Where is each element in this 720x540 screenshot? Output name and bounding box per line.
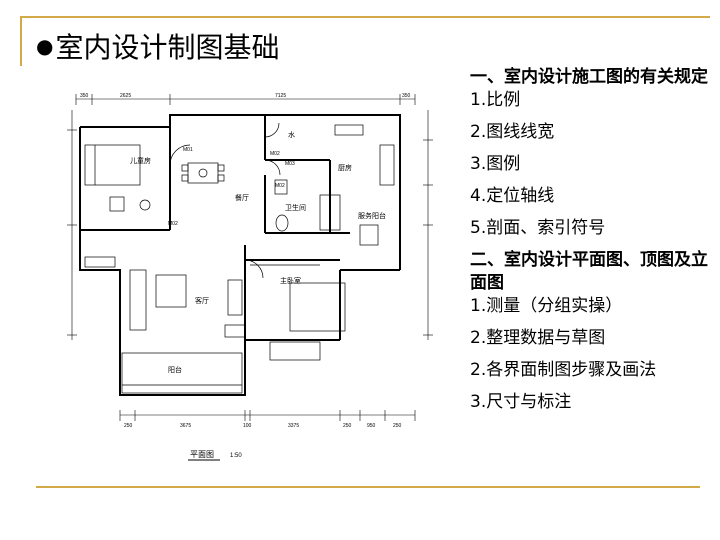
slide-title-text: 室内设计制图基础 <box>55 31 280 64</box>
door-mark-1: M01 <box>183 147 193 153</box>
room-balcony: 阳台 <box>168 365 182 374</box>
dim-bottom-1: 250 <box>124 423 133 429</box>
sidebar-notes: 一、室内设计施工图的有关规定 1.比例 2.图线线宽 3.图例 4.定位轴线 5… <box>470 66 710 423</box>
list-item: 1.比例 <box>470 90 521 110</box>
section-heading-1: 一、室内设计施工图的有关规定 <box>470 67 708 87</box>
dim-bottom-2: 3675 <box>180 423 191 429</box>
bottom-divider <box>36 486 700 488</box>
door-mark-2: M02 <box>270 151 280 157</box>
top-divider <box>20 16 710 18</box>
door-mark-3: M03 <box>285 161 295 167</box>
dim-bottom-4: 3375 <box>288 423 299 429</box>
door-mark-4: M02 <box>275 183 285 189</box>
floor-plan: 350 2625 7125 350 250 3675 100 3375 250 … <box>67 93 433 461</box>
room-kitchen: 厨房 <box>338 163 352 172</box>
list-item: 2.各界面制图步骤及画法 <box>470 360 657 380</box>
door-mark-5: M02 <box>168 221 178 227</box>
list-item: 1.测量（分组实操） <box>470 296 623 316</box>
room-living: 客厅 <box>195 296 209 305</box>
room-bath: 卫生间 <box>285 203 306 212</box>
dim-bottom-5: 250 <box>343 423 352 429</box>
list-item: 2.整理数据与草图 <box>470 328 606 348</box>
list-item: 4.定位轴线 <box>470 186 555 206</box>
room-service-balcony: 服务阳台 <box>358 211 386 220</box>
dim-top-4: 350 <box>402 93 411 99</box>
dim-top-2: 2625 <box>120 93 131 99</box>
room-master: 主卧室 <box>280 276 301 285</box>
dim-bottom-6: 950 <box>367 423 376 429</box>
dim-top-3: 7125 <box>275 93 286 99</box>
room-children: 儿童房 <box>130 156 151 165</box>
list-item: 3.图例 <box>470 154 521 174</box>
section-heading-2: 二、室内设计平面图、顶图及立面图 <box>470 250 708 293</box>
dim-bottom-3: 100 <box>243 423 252 429</box>
bullet-icon: ● <box>36 34 54 58</box>
list-item: 2.图线线宽 <box>470 122 555 142</box>
dim-top-1: 350 <box>80 93 89 99</box>
list-item: 3.尺寸与标注 <box>470 392 572 412</box>
left-accent-bar <box>20 16 22 66</box>
plan-caption: 平面图 <box>190 450 214 459</box>
room-water: 水 <box>288 130 295 139</box>
slide-title: ●室内设计制图基础 <box>36 28 279 66</box>
list-item: 5.剖面、索引符号 <box>470 218 606 238</box>
room-dining: 餐厅 <box>235 193 249 202</box>
dim-bottom-7: 250 <box>393 423 402 429</box>
plan-scale: 1:50 <box>230 453 242 459</box>
